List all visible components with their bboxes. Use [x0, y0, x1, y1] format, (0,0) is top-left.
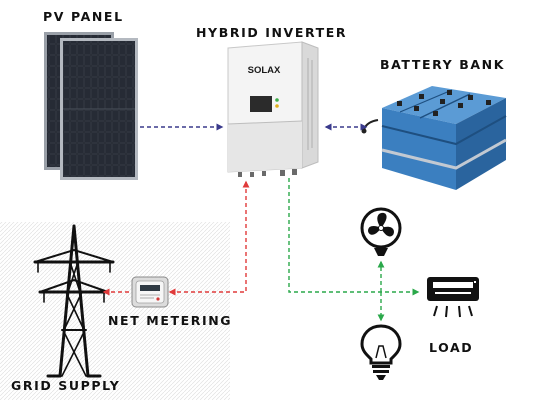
hybrid-inverter-label: HYBRID INVERTER [196, 25, 348, 40]
electric-meter-icon [131, 276, 169, 308]
air-conditioner-icon [427, 277, 479, 318]
fan-icon [360, 207, 402, 256]
light-bulb-icon [360, 324, 402, 380]
net-metering-label: NET METERING [108, 313, 233, 328]
pv-panel-label: PV PANEL [43, 9, 124, 24]
load-label: LOAD [429, 340, 474, 355]
grid-background [0, 222, 230, 400]
solar-panel-icon [44, 32, 138, 180]
meter-inverter-link [168, 180, 250, 296]
battery-bank-label: BATTERY BANK [380, 57, 506, 72]
battery-icon [361, 86, 507, 190]
transmission-tower-icon [33, 224, 115, 378]
inverter-ac-link [288, 178, 420, 296]
inverter-brand-text: SOLAX [248, 65, 281, 76]
grid-supply-label: GRID SUPPLY [11, 378, 121, 393]
inverter-icon [227, 41, 319, 177]
